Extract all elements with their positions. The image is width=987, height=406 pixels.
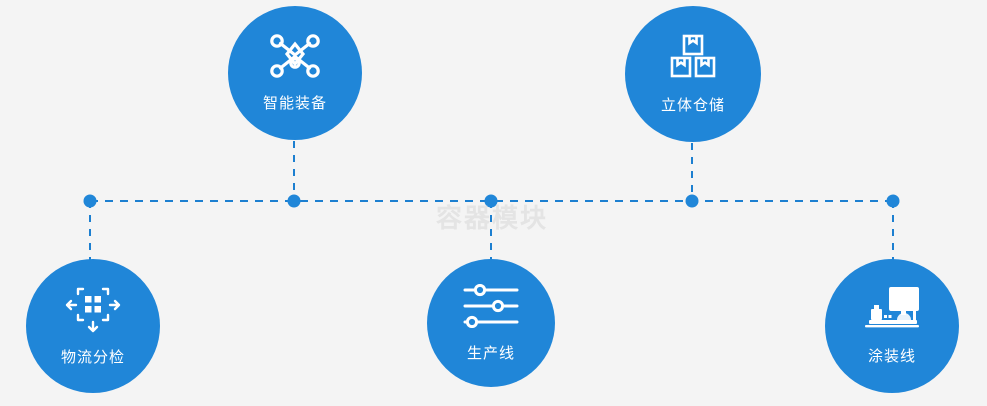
coating-machine-icon (863, 286, 921, 329)
junction-dot-production-line (484, 194, 498, 208)
junction-dot-intelligent-equipment (287, 194, 301, 208)
node-coating-line[interactable]: 涂装线 (825, 259, 959, 393)
node-label: 智能装备 (262, 95, 327, 112)
junction-dot-stereo-warehouse (685, 194, 699, 208)
sliders-icon (463, 283, 519, 328)
node-production-line[interactable]: 生产线 (427, 259, 555, 387)
node-label: 物流分检 (60, 349, 125, 366)
node-label: 生产线 (466, 344, 515, 362)
node-label: 立体仓储 (660, 96, 725, 114)
junction-dot-logistics-sorting (83, 194, 97, 208)
stacked-boxes-icon (668, 34, 718, 80)
network-nodes-icon (269, 33, 321, 79)
junction-dot-coating-line (886, 194, 900, 208)
watermark-text: 容器模块 (436, 203, 549, 233)
sorting-arrows-icon (65, 285, 121, 333)
node-label: 涂装线 (867, 347, 916, 365)
node-intelligent-equipment[interactable]: 智能装备 (228, 6, 362, 140)
node-logistics-sorting[interactable]: 物流分检 (26, 259, 160, 393)
node-stereo-warehouse[interactable]: 立体仓储 (625, 6, 761, 142)
